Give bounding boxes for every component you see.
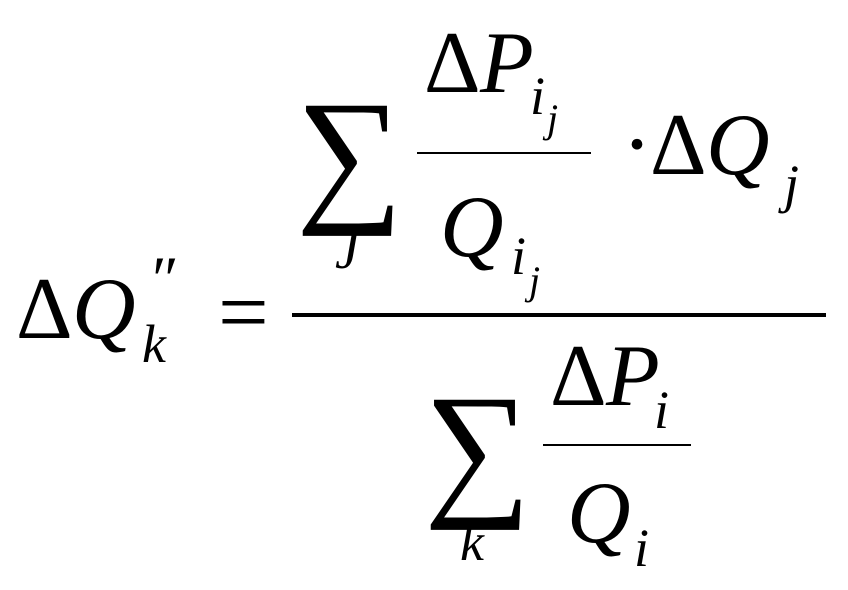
numerator-delta: Δ	[650, 97, 707, 194]
denominator-frac-q-sub-i: i	[634, 518, 649, 578]
denominator-frac-q: Q	[567, 465, 631, 562]
denominator-sum-sign: ∑	[424, 365, 531, 531]
numerator-dot: ·	[622, 95, 652, 194]
lhs-q: Q	[72, 261, 136, 358]
lhs-prime: ″	[148, 243, 176, 314]
lhs: Δ Q ″ k	[16, 243, 176, 374]
numerator-frac-q-sub-i: i	[511, 226, 526, 286]
lhs-subscript-k: k	[142, 314, 167, 374]
denominator: ∑ k Δ P i Q i	[424, 328, 691, 578]
denominator-sum-index: k	[460, 512, 485, 572]
numerator-frac-q-subsub-j: j	[524, 258, 540, 303]
denominator-frac-p-sub-i: i	[654, 380, 669, 440]
numerator-frac-q: Q	[440, 179, 504, 276]
equals-sign: =	[218, 263, 269, 362]
numerator-frac-p-sub-i: i	[530, 66, 545, 126]
numerator-frac-p-subsub-j: j	[542, 96, 558, 141]
lhs-delta: Δ	[16, 261, 73, 358]
denominator-frac-delta: Δ	[550, 328, 607, 425]
numerator-sum-sign: ∑	[296, 71, 403, 237]
numerator-sum-index: J	[335, 220, 362, 280]
numerator-q: Q	[706, 97, 770, 194]
numerator-frac-delta: Δ	[424, 15, 481, 112]
numerator-q-subscript-j: j	[778, 154, 799, 214]
numerator: ∑ J Δ P i j Q i j · Δ Q j	[296, 15, 799, 303]
numerator-frac-p: P	[479, 15, 534, 112]
denominator-frac-p: P	[605, 328, 660, 425]
